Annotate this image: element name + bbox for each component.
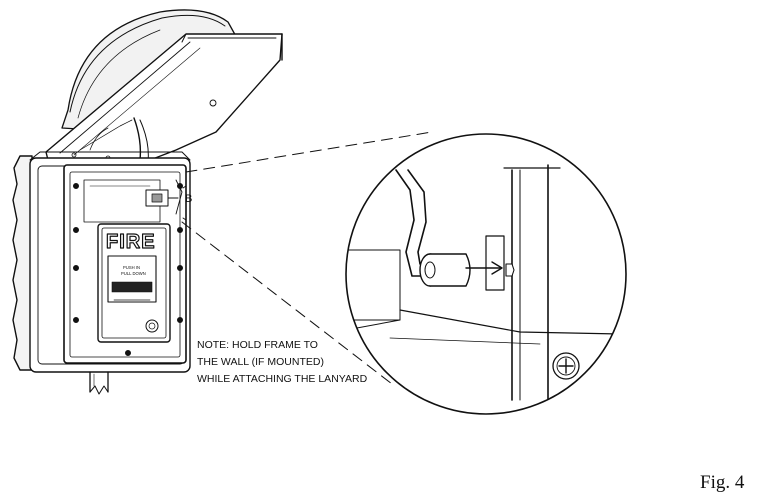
pull-station (97, 223, 171, 343)
pull-label-line1: PUSH IN (123, 265, 140, 270)
magnified-detail (345, 133, 627, 415)
figure-caption: Fig. 4 (700, 472, 745, 493)
callout-b-label: B (185, 193, 192, 205)
note-line-2: THE WALL (IF MOUNTED) (197, 356, 324, 368)
note-line-3: WHILE ATTACHING THE LANYARD (197, 373, 368, 385)
magnifier-leader-lines (181, 131, 433, 385)
conduit-pipe (89, 371, 109, 395)
note-line-1: NOTE: HOLD FRAME TO (197, 339, 318, 351)
pull-label-line2: PULL DOWN (121, 271, 146, 276)
enclosure-assembly: FIRE PUSH IN PULL DOWN B (12, 9, 283, 395)
fire-label: FIRE (106, 231, 156, 253)
installation-note: NOTE: HOLD FRAME TO THE WALL (IF MOUNTED… (197, 339, 368, 385)
